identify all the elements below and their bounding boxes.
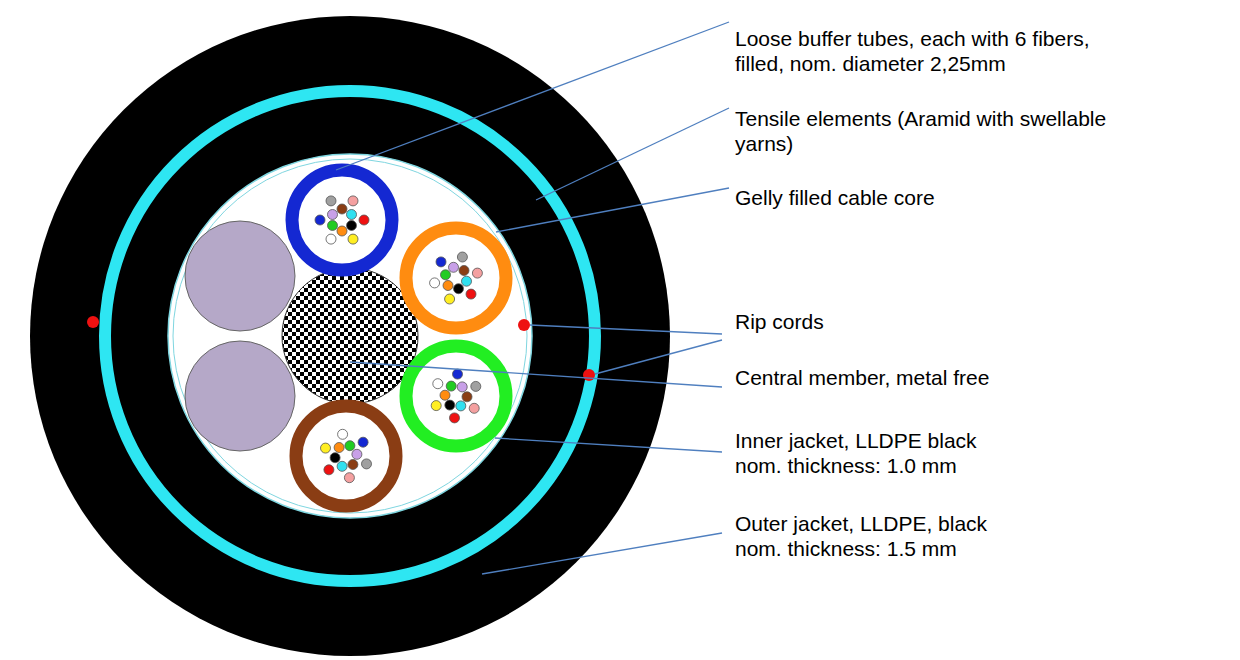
optical-fiber <box>433 379 443 389</box>
optical-fiber <box>457 252 467 262</box>
optical-fiber <box>358 437 368 447</box>
optical-fiber <box>324 465 334 475</box>
rip-cord <box>583 369 595 381</box>
optical-fiber <box>348 460 358 470</box>
leader-line <box>495 438 722 452</box>
buffer-tube <box>292 170 392 270</box>
optical-fiber <box>466 289 476 299</box>
part-label: nom. thickness: 1.0 mm <box>735 453 1155 478</box>
leader-line <box>595 340 722 374</box>
buffer-tubes <box>292 170 506 506</box>
optical-fiber <box>315 215 325 225</box>
part-label: nom. thickness: 1.5 mm <box>735 536 1155 561</box>
optical-fiber <box>337 461 347 471</box>
optical-fiber <box>443 281 453 291</box>
optical-fiber <box>454 284 464 294</box>
optical-fiber <box>337 226 347 236</box>
part-label: Central member, metal free <box>735 365 1155 390</box>
optical-fiber <box>445 294 455 304</box>
optical-fiber <box>472 268 482 278</box>
optical-fiber <box>431 401 441 411</box>
rip-cord <box>518 319 530 331</box>
optical-fiber <box>449 262 459 272</box>
central-member <box>282 268 418 404</box>
part-label: Tensile elements (Aramid with swellable … <box>735 106 1130 156</box>
leader-line <box>496 188 729 232</box>
buffer-tube <box>406 346 506 446</box>
optical-fiber <box>347 221 357 231</box>
leader-line <box>482 533 722 574</box>
leader-line <box>536 108 729 200</box>
optical-fiber <box>459 266 469 276</box>
optical-fiber <box>359 215 369 225</box>
buffer-tube <box>406 228 506 328</box>
optical-fiber <box>330 453 340 463</box>
optical-fiber <box>321 443 331 453</box>
optical-fiber <box>446 381 456 391</box>
leader-line <box>530 325 722 334</box>
optical-fiber <box>456 401 466 411</box>
optical-fiber <box>326 196 336 206</box>
optical-fiber <box>462 392 472 402</box>
optical-fiber <box>445 400 455 410</box>
optical-fiber <box>450 413 460 423</box>
part-label: Inner jacket, LLDPE black <box>735 428 1155 453</box>
optical-fiber <box>328 221 338 231</box>
optical-fiber <box>430 278 440 288</box>
optical-fiber <box>326 234 336 244</box>
part-label: Loose buffer tubes, each with 6 fibers, … <box>735 26 1130 76</box>
outer-jacket <box>30 16 670 656</box>
leader-line <box>336 22 729 170</box>
optical-fiber <box>440 390 450 400</box>
optical-fiber <box>345 441 355 451</box>
optical-fiber <box>348 196 358 206</box>
buffer-tube <box>296 406 396 506</box>
rip-cord <box>87 316 99 328</box>
optical-fiber <box>334 443 344 453</box>
filler-element <box>185 221 295 331</box>
optical-fiber <box>362 459 372 469</box>
part-label: Gelly filled cable core <box>735 185 1155 210</box>
optical-fiber <box>436 257 446 267</box>
filler-element <box>185 341 295 451</box>
optical-fiber <box>352 449 362 459</box>
part-label: Outer jacket, LLDPE, black <box>735 511 1155 536</box>
optical-fiber <box>338 429 348 439</box>
optical-fiber <box>441 270 451 280</box>
optical-fiber <box>462 276 472 286</box>
optical-fiber <box>453 369 463 379</box>
optical-fiber <box>457 382 467 392</box>
gel-filled-core <box>173 159 527 513</box>
optical-fiber <box>469 403 479 413</box>
optical-fiber <box>337 204 347 214</box>
optical-fiber <box>344 473 354 483</box>
optical-fiber <box>348 234 358 244</box>
optical-fiber <box>347 210 357 220</box>
leader-line <box>350 362 722 387</box>
part-label: Rip cords <box>735 309 1155 334</box>
core-wrap <box>168 154 532 518</box>
optical-fiber <box>328 210 338 220</box>
optical-fiber <box>471 381 481 391</box>
